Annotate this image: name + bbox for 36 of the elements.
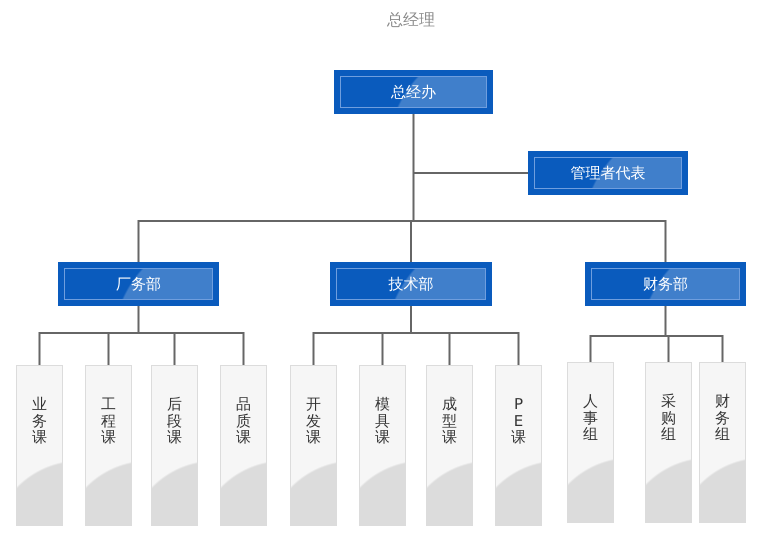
box-label: 品质课	[236, 396, 251, 446]
section-box	[151, 365, 198, 526]
connector-line	[410, 306, 520, 365]
box-label: 技术部	[388, 274, 434, 294]
connector-line	[664, 306, 724, 362]
department-box	[330, 262, 492, 306]
box-label: 业务课	[32, 396, 47, 446]
connector-line	[412, 114, 666, 262]
section-box	[85, 365, 132, 526]
section-box	[220, 365, 267, 526]
department-box	[58, 262, 219, 306]
box-label: 财务组	[715, 393, 730, 442]
section-box	[359, 365, 406, 526]
department-box	[334, 70, 493, 114]
box-label: 模具课	[375, 396, 390, 446]
box-label: 人事组	[583, 393, 598, 442]
section-box	[290, 365, 337, 526]
box-label: 后段课	[167, 396, 182, 446]
section-box	[495, 365, 542, 526]
box-label: 开发课	[306, 396, 321, 446]
chart-title: 总经理	[386, 10, 436, 31]
box-label: PE课	[511, 396, 526, 446]
box-label: 采购组	[661, 393, 676, 442]
box-label: 财务部	[643, 274, 688, 294]
section-box	[699, 362, 746, 523]
box-label: 成型课	[442, 396, 457, 446]
section-box	[16, 365, 63, 526]
box-label: 管理者代表	[570, 164, 646, 182]
section-box	[645, 362, 692, 523]
box-label: 工程课	[101, 396, 116, 446]
department-box	[528, 151, 688, 195]
box-label: 厂务部	[116, 274, 161, 294]
box-label: 总经办	[391, 82, 436, 102]
section-box	[567, 362, 614, 523]
department-box	[585, 262, 746, 306]
section-box	[426, 365, 473, 526]
